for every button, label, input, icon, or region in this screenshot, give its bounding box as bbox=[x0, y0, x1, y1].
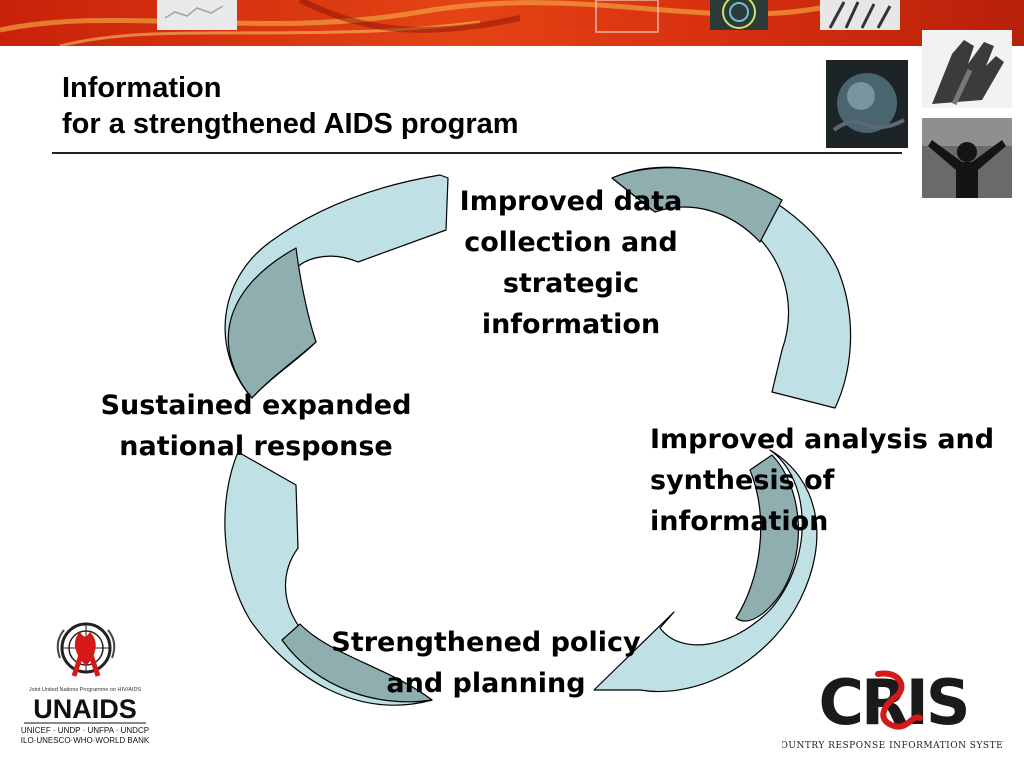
node-label-line: Improved analysis and bbox=[650, 424, 995, 455]
title-divider bbox=[52, 152, 902, 154]
unaids-cosponsors-1: UNICEF · UNDP · UNFPA · UNDCP bbox=[21, 726, 149, 735]
node-label-line: Improved data bbox=[459, 186, 683, 217]
cycle-node-policy: Strengthened policy and planning bbox=[316, 622, 656, 704]
title-line-2: for a strengthened AIDS program bbox=[62, 108, 519, 140]
banner-art bbox=[0, 0, 1024, 46]
person-photo bbox=[922, 118, 1012, 198]
banner-thumb bbox=[710, 0, 768, 30]
node-label-line: Strengthened policy bbox=[331, 627, 641, 658]
cycle-arrow-2 bbox=[593, 449, 818, 693]
cycle-arrow-4 bbox=[224, 174, 449, 399]
cycle-node-national-response: Sustained expanded national response bbox=[82, 385, 430, 467]
cris-subtitle: Country Response Information System bbox=[782, 741, 1004, 751]
ribbon-swoosh-icon bbox=[875, 670, 923, 730]
unaids-cosponsors-2: ILO·UNESCO·WHO·WORLD BANK bbox=[21, 736, 150, 745]
node-label-line: Sustained expanded bbox=[100, 390, 412, 421]
title-line-1: Information bbox=[62, 72, 222, 104]
photo-collage bbox=[814, 0, 1024, 200]
globe-photo bbox=[826, 60, 908, 148]
cycle-node-analysis: Improved analysis and synthesis of infor… bbox=[650, 419, 1020, 542]
node-label-line: information bbox=[650, 506, 829, 537]
node-label-line: strategic bbox=[502, 268, 640, 299]
cycle-arrow-1 bbox=[611, 166, 852, 409]
hands-photo bbox=[922, 30, 1012, 108]
unaids-logo: Joint United Nations Programme on HIV/AI… bbox=[20, 622, 150, 750]
node-label-line: information bbox=[481, 309, 661, 340]
slide-title: Information for a strengthened AIDS prog… bbox=[62, 70, 519, 142]
unaids-wordmark: UNAIDS bbox=[33, 694, 137, 724]
node-label-line: synthesis of bbox=[650, 465, 835, 496]
header-banner bbox=[0, 0, 1024, 46]
node-label-line: and planning bbox=[386, 668, 586, 699]
unaids-caption: Joint United Nations Programme on HIV/AI… bbox=[29, 687, 142, 693]
cycle-arrow-3 bbox=[224, 451, 433, 706]
node-label-line: collection and bbox=[464, 227, 678, 258]
cycle-node-data-collection: Improved data collection and strategic i… bbox=[440, 181, 702, 345]
cris-logo: CRIS Country Response Information System bbox=[773, 662, 1012, 754]
node-label-line: national response bbox=[119, 431, 393, 462]
